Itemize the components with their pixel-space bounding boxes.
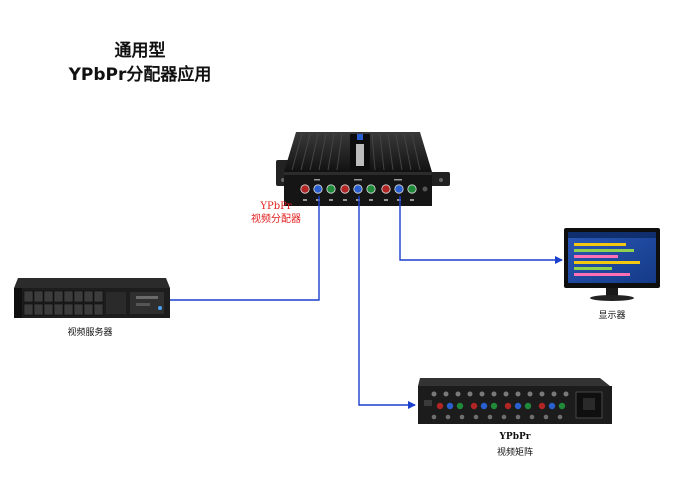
distributor-ports <box>300 179 428 201</box>
matrix-label-line-1: YPbPr <box>499 432 531 442</box>
port-out2-blue <box>394 184 404 194</box>
link-distributor-to-monitor <box>399 196 563 264</box>
diagram-title-line-2: YPbPr分配器应用 <box>68 65 212 85</box>
distributor-label-line-1: YPbPr <box>260 201 292 212</box>
monitor-label: 显示器 <box>598 311 626 321</box>
monitor-stand <box>590 295 634 301</box>
video-server-device <box>14 278 170 318</box>
ypbpr-distributor-device <box>276 132 450 206</box>
port-in-red <box>300 184 310 194</box>
port-in-green <box>326 184 336 194</box>
link-distributor-to-matrix <box>358 196 416 409</box>
port-out2-red <box>381 184 391 194</box>
port-in-blue <box>313 184 323 194</box>
monitor-device <box>564 228 660 301</box>
port-out2-green <box>407 184 417 194</box>
right-flange <box>428 172 450 186</box>
connections <box>170 196 563 409</box>
screen-bars <box>574 243 640 276</box>
server-label: 视频服务器 <box>67 328 113 338</box>
link-server-to-distributor <box>170 196 320 301</box>
port-out1-blue <box>353 184 363 194</box>
distributor-label-line-2: 视频分配器 <box>251 214 301 225</box>
diagram-title-line-1: 通用型 <box>114 41 166 61</box>
port-out1-red <box>340 184 350 194</box>
port-out1-green <box>366 184 376 194</box>
video-matrix-device <box>418 378 612 424</box>
matrix-label-line-2: 视频矩阵 <box>496 448 533 458</box>
